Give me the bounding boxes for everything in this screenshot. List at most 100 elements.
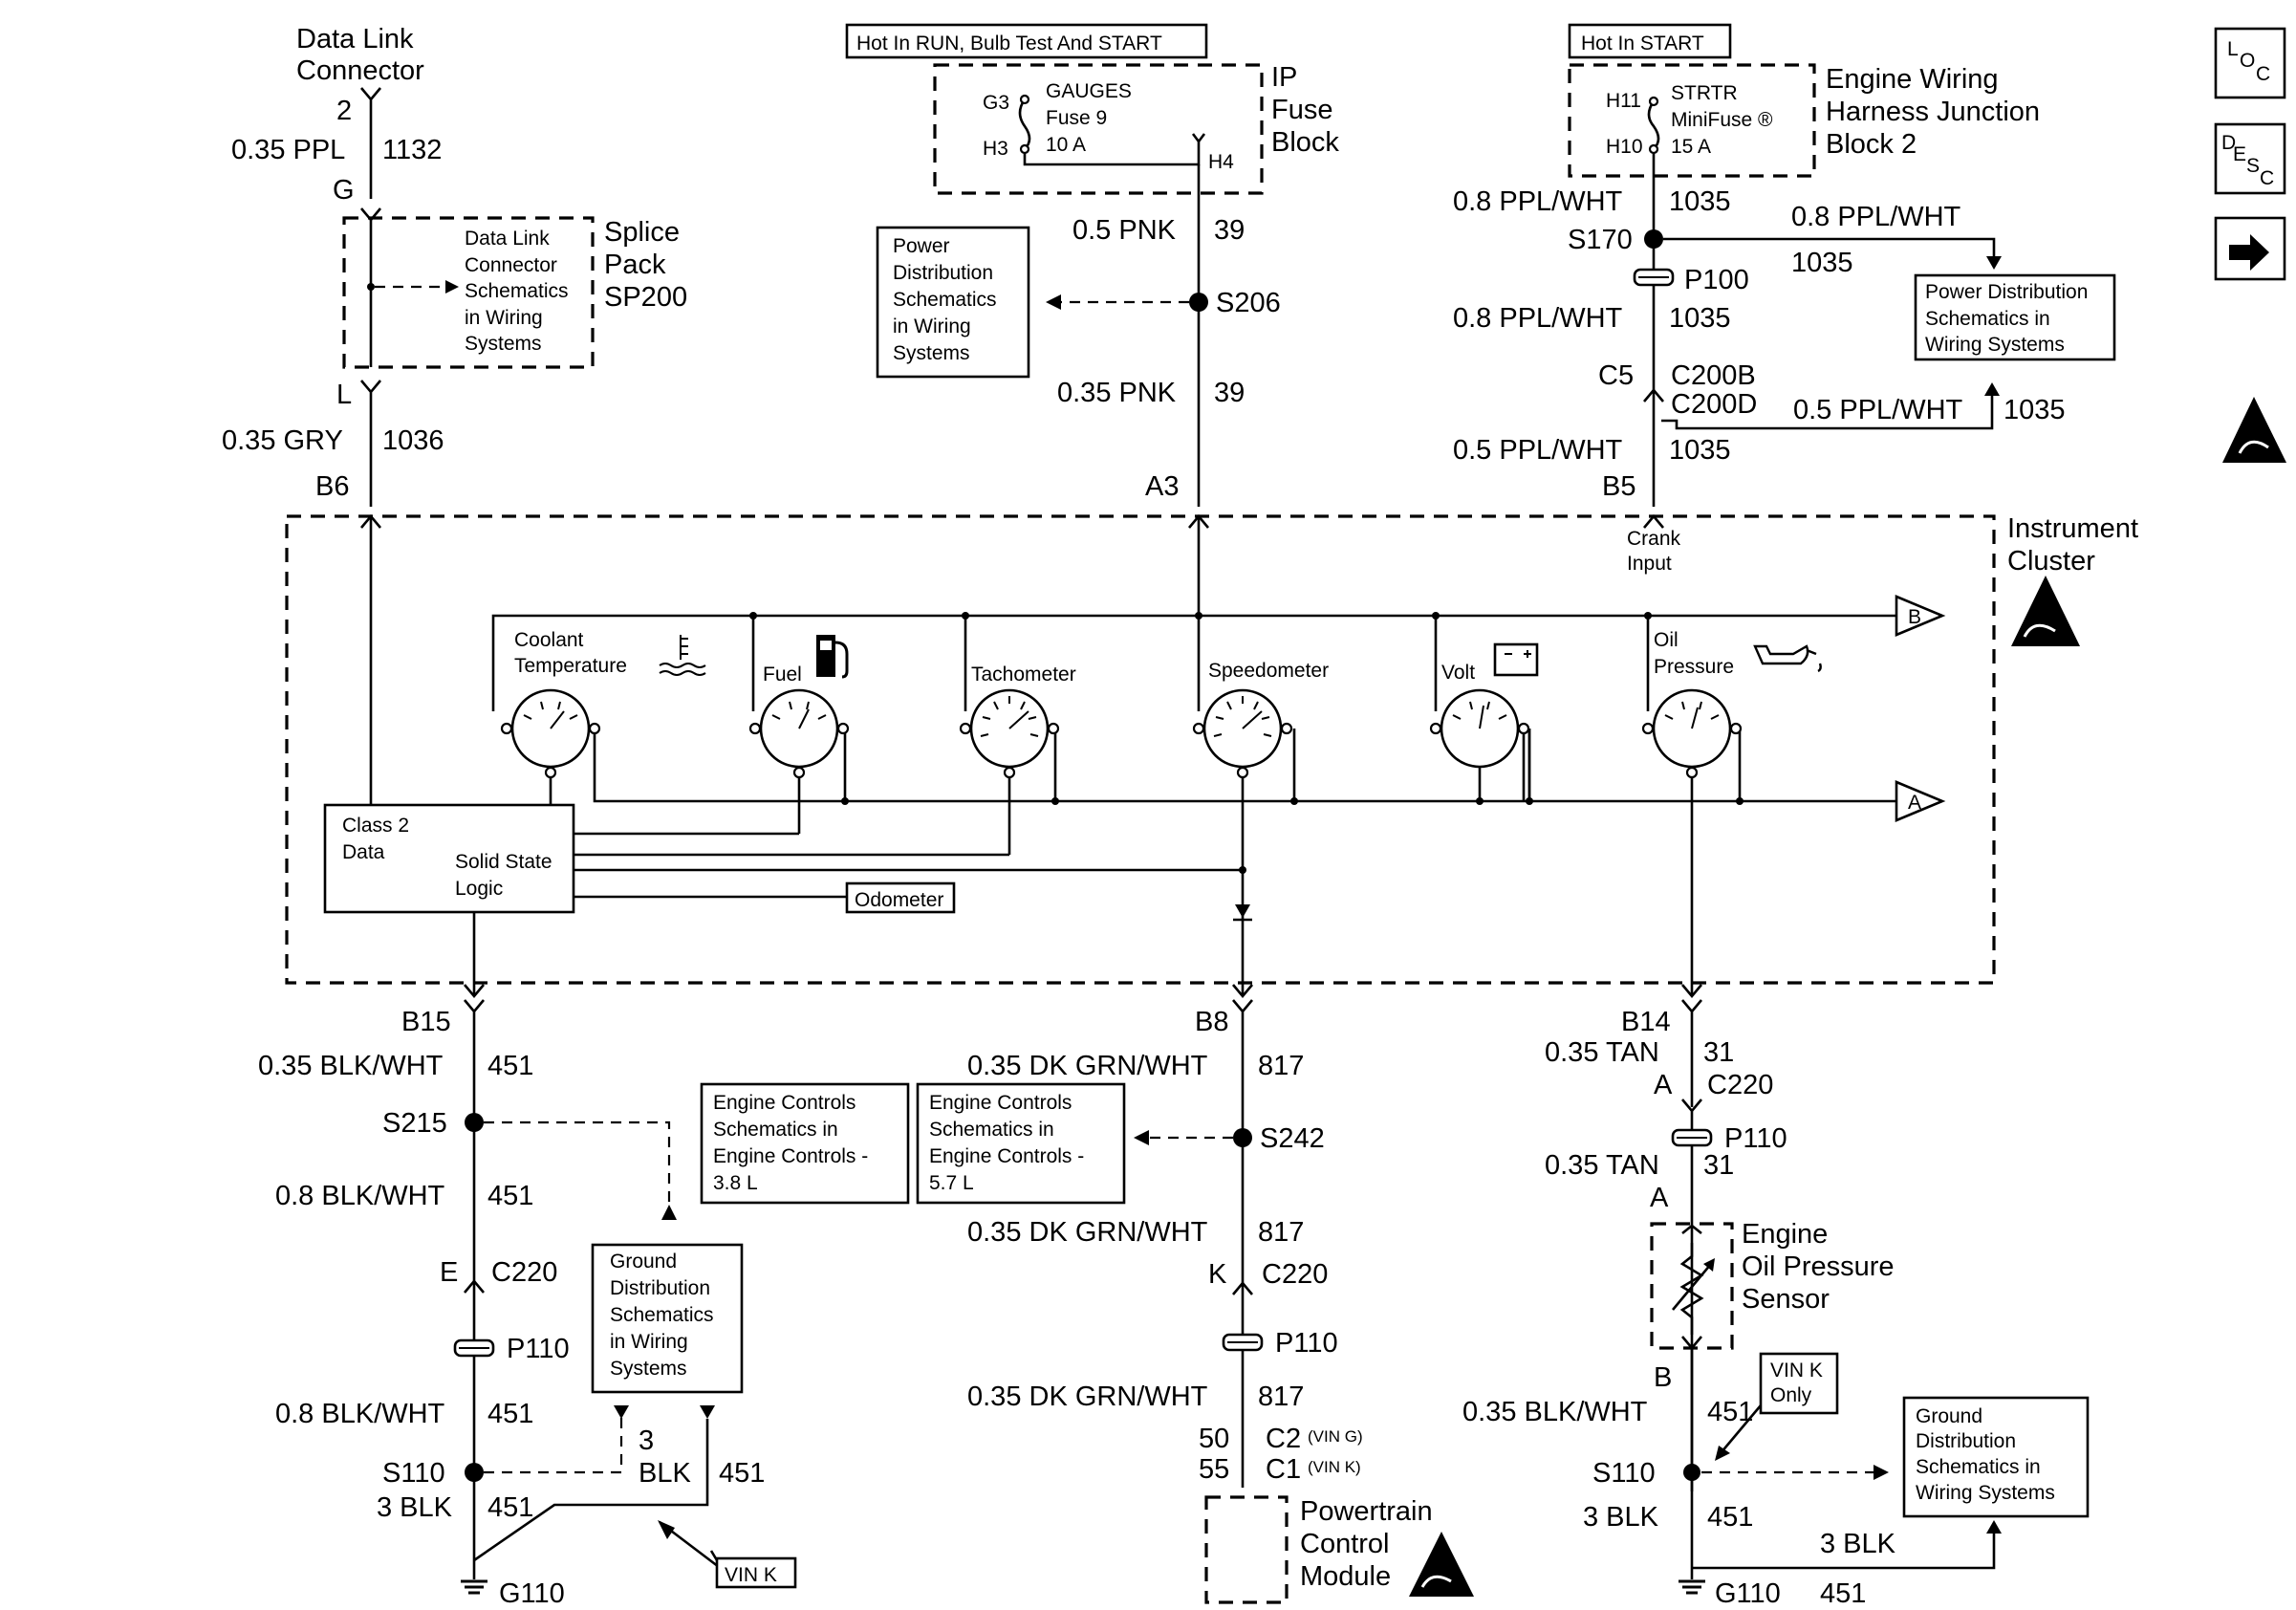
splice-pack-box bbox=[342, 216, 595, 369]
splice-ref-2: Connector bbox=[465, 254, 557, 276]
ppl-wire-1: 0.8 PPL/WHT bbox=[1453, 186, 1623, 217]
pnk-wire-color-2: 0.35 PNK bbox=[1057, 378, 1177, 408]
s206-label: S206 bbox=[1216, 288, 1281, 318]
tan-circuit-1: 31 bbox=[1703, 1037, 1734, 1068]
dlc-title-2: Connector bbox=[296, 55, 424, 86]
minifuse-label: MiniFuse ® bbox=[1671, 109, 1773, 131]
svg-text:D: D bbox=[2221, 132, 2236, 154]
side-circuit: 451 bbox=[719, 1458, 765, 1489]
power-dist-ref-box bbox=[876, 226, 1030, 379]
pd-ref-3: Schematics bbox=[893, 289, 997, 311]
odometer-box bbox=[845, 881, 956, 914]
c5-pin: C5 bbox=[1598, 360, 1634, 391]
desc-icon[interactable]: D E S C bbox=[2214, 122, 2286, 195]
battery-icon bbox=[1493, 642, 1539, 677]
tachometer-label: Tachometer bbox=[971, 664, 1076, 685]
s170-splice bbox=[1644, 229, 1663, 249]
blk-wht-wire-2: 0.8 BLK/WHT bbox=[275, 1181, 445, 1211]
bottom-center-pcm-section: B8 0.35 DK GRN/WHT 817 Engine Controls S… bbox=[700, 999, 1474, 1604]
cluster-box bbox=[285, 514, 1996, 985]
bus-b-line bbox=[491, 614, 1896, 711]
logic-label-4: Logic bbox=[455, 878, 503, 900]
s110-label-right: S110 bbox=[1592, 1458, 1656, 1489]
pcm-c2: C2 bbox=[1266, 1424, 1301, 1454]
dkgrn-circuit-3: 817 bbox=[1258, 1382, 1304, 1412]
splice-pin-l: L bbox=[336, 380, 352, 410]
loc-icon[interactable]: L O C bbox=[2214, 27, 2286, 99]
vin-k-label-left: VIN K bbox=[725, 1564, 777, 1586]
loop-circuit: 1035 bbox=[2004, 395, 2066, 425]
engine-harness-section: Hot In START Engine Wiring Harness Junct… bbox=[1453, 23, 2116, 507]
vin-k-only-2: Only bbox=[1770, 1384, 1812, 1406]
c220-pin-k: K bbox=[1208, 1259, 1227, 1290]
branch-circuit: 1035 bbox=[1791, 248, 1853, 278]
pin-b15: B15 bbox=[401, 1007, 451, 1037]
pnk-wire-color: 0.5 PNK bbox=[1072, 215, 1177, 246]
bus-b-label: B bbox=[1908, 606, 1921, 628]
bus-a-label: A bbox=[1908, 792, 1921, 814]
s110-splice-left bbox=[465, 1463, 484, 1482]
pcm-pin-50: 50 bbox=[1199, 1424, 1229, 1454]
bottom-left-ground-section: B15 0.35 BLK/WHT 451 S215 0.8 BLK/WHT 45… bbox=[258, 999, 797, 1609]
ip-fuse-block-box bbox=[933, 63, 1264, 195]
ground-dist-ref-right bbox=[1902, 1396, 2090, 1518]
ref38-3: Engine Controls - bbox=[713, 1145, 868, 1167]
sensor-label-1: Engine bbox=[1742, 1219, 1828, 1250]
ip-fuse-label-1: IP bbox=[1271, 62, 1297, 93]
pin-h10: H10 bbox=[1606, 136, 1643, 158]
gd-ref-l-5: Systems bbox=[610, 1358, 687, 1380]
volt-gauge: Volt bbox=[1429, 642, 1539, 801]
gd-ref-r-2: Distribution bbox=[1916, 1430, 2016, 1452]
pd-ref-2: Distribution bbox=[893, 262, 993, 284]
bottom-right-sensor-section: B14 0.35 TAN 31 A C220 P110 0.35 TAN 31 … bbox=[1462, 999, 2090, 1609]
jb-label-1: Engine Wiring bbox=[1826, 64, 1999, 95]
coolant-label-1: Coolant bbox=[514, 629, 584, 651]
g110-label-left: G110 bbox=[499, 1578, 565, 1609]
dlc-pin-g: G bbox=[333, 175, 355, 206]
ground-icon bbox=[1679, 1579, 1705, 1595]
blk-wht-wire-1: 0.35 BLK/WHT bbox=[258, 1051, 444, 1081]
oil-can-icon bbox=[1753, 644, 1822, 673]
gd-ref-l-2: Distribution bbox=[610, 1277, 710, 1299]
pcm-label-2: Control bbox=[1300, 1529, 1390, 1559]
loop-wire: 0.5 PPL/WHT bbox=[1793, 395, 1963, 425]
pd-ref-1: Power bbox=[893, 235, 950, 257]
side-wire-right: 3 BLK bbox=[1820, 1529, 1896, 1559]
svg-text:E: E bbox=[2233, 143, 2246, 165]
volt-label: Volt bbox=[1441, 662, 1475, 684]
ip-fuse-block-section: Hot In RUN, Bulb Test And START IP Fuse … bbox=[845, 23, 1339, 507]
ref38-4: 3.8 L bbox=[713, 1172, 758, 1194]
right-arrow-icon[interactable] bbox=[2214, 216, 2286, 281]
fuel-label: Fuel bbox=[763, 664, 802, 685]
svg-text:S: S bbox=[2246, 155, 2260, 177]
dlc-pin: 2 bbox=[336, 96, 352, 126]
ppl-wire-2: 0.8 PPL/WHT bbox=[1453, 303, 1623, 334]
junction-block-box bbox=[1568, 63, 1816, 178]
jb-label-3: Block 2 bbox=[1826, 129, 1917, 160]
cluster-title-2: Cluster bbox=[2007, 546, 2095, 577]
logic-label-3: Solid State bbox=[455, 851, 552, 873]
p110-label-right: P110 bbox=[1724, 1123, 1787, 1154]
fuse-pin-g3: G3 bbox=[983, 92, 1009, 114]
gd-ref-l-4: in Wiring bbox=[610, 1331, 688, 1353]
p110-label-left: P110 bbox=[507, 1334, 570, 1364]
instrument-cluster: Instrument Cluster Crank Input B A bbox=[285, 513, 2138, 999]
engine-ref-38-box bbox=[700, 1082, 910, 1205]
pcm-box bbox=[1204, 1495, 1289, 1604]
splice-ref-1: Data Link bbox=[465, 228, 550, 250]
pin-h11: H11 bbox=[1606, 90, 1641, 112]
ip-fuse-label-3: Block bbox=[1271, 127, 1339, 158]
pcm-label-1: Powertrain bbox=[1300, 1496, 1433, 1527]
ref57-4: 5.7 L bbox=[929, 1172, 974, 1194]
pcm-pin-55: 55 bbox=[1199, 1454, 1229, 1485]
pcm-label-3: Module bbox=[1300, 1561, 1391, 1592]
gry-circuit: 1036 bbox=[382, 425, 444, 456]
engine-ref-57-box bbox=[916, 1082, 1126, 1205]
crank-input-1: Crank bbox=[1627, 528, 1681, 550]
ppl-wire-3: 0.5 PPL/WHT bbox=[1453, 435, 1623, 466]
s242-label: S242 bbox=[1260, 1123, 1325, 1154]
strtr-rating: 15 A bbox=[1671, 136, 1711, 158]
tachometer-gauge: Tachometer bbox=[959, 664, 1076, 855]
blk-wht-circuit-3: 451 bbox=[487, 1399, 533, 1429]
